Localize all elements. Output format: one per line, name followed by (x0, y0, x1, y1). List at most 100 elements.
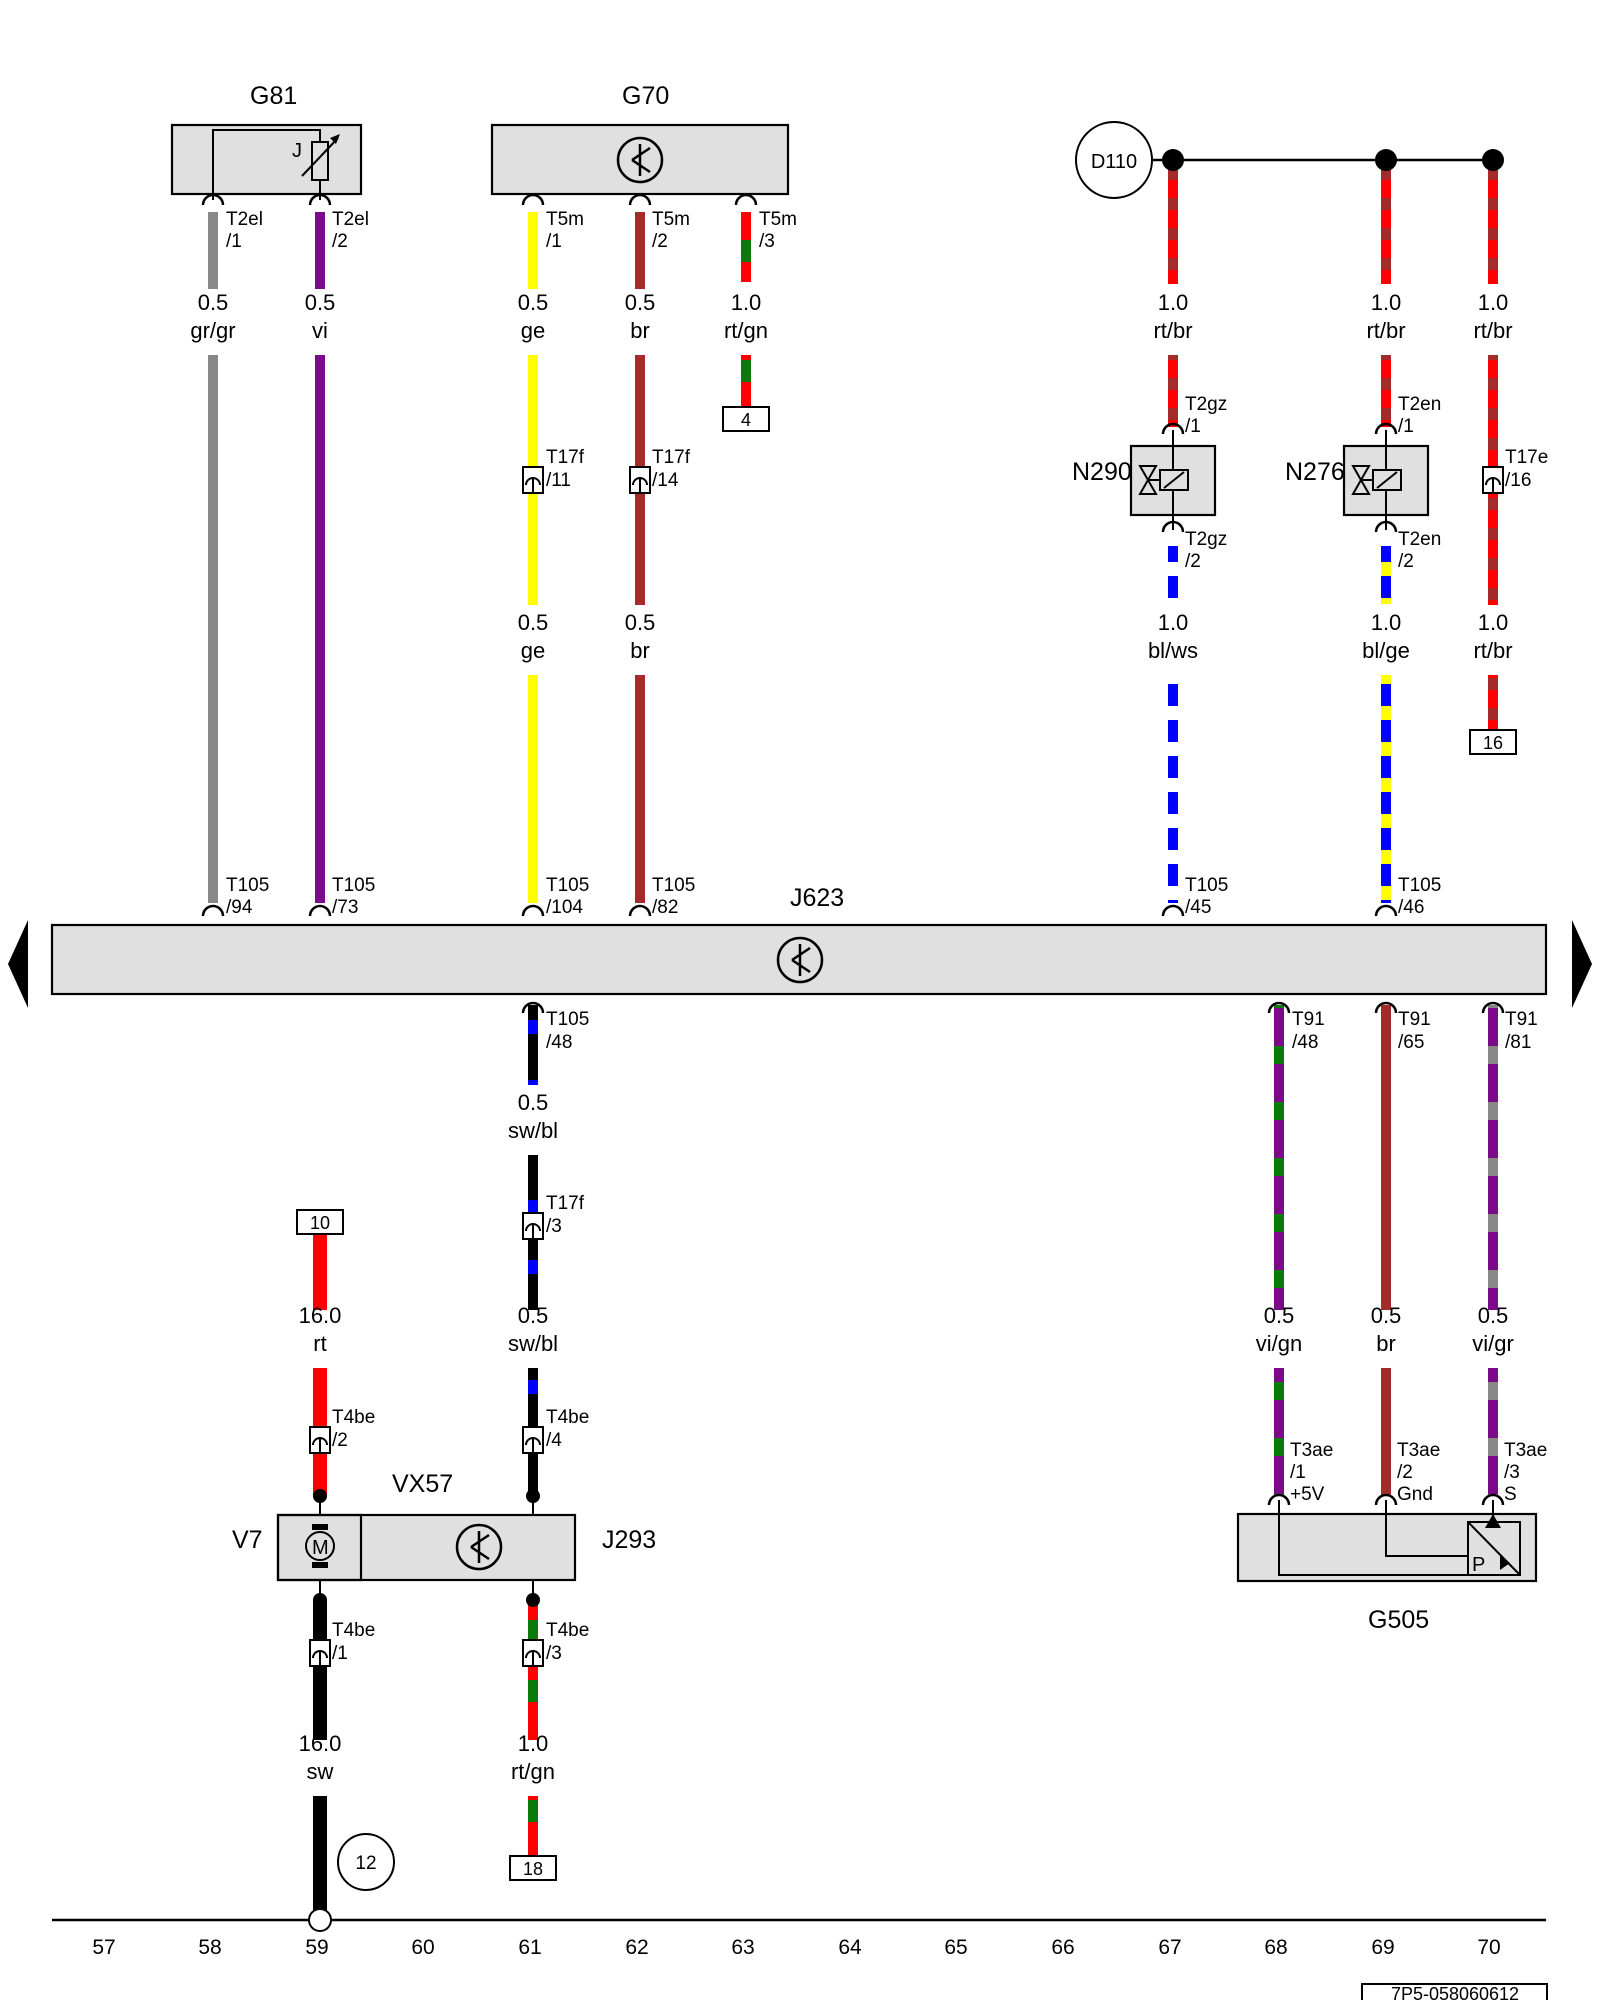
inline-t4be-1 (309, 1639, 331, 1667)
wire-69-br-2 (1381, 1368, 1391, 1496)
wire-62-br-1 (635, 212, 645, 289)
pin-t17f-3-a: T17f (546, 1193, 585, 1214)
n290-valve-icon (1138, 465, 1158, 495)
wire-59-rt-1 (313, 1234, 327, 1310)
track-numbers: 57 58 59 60 61 62 63 64 65 66 67 68 69 7… (92, 1936, 1500, 1959)
component-g70[interactable]: G70 (490, 82, 790, 196)
pin-t17f-11-a: T17f (546, 447, 585, 468)
wire-69-blge-2 (1381, 675, 1391, 903)
plug-j623-48 (521, 1001, 545, 1014)
motor-brush-bottom (312, 1562, 328, 1568)
ref-16: 16 (1483, 733, 1503, 753)
plug-g81-2 (308, 193, 332, 206)
wire-63-lower (741, 355, 751, 407)
pin-t91-81-b: /81 (1505, 1032, 1531, 1053)
track-63: 63 (731, 1936, 754, 1959)
continue-right-arrow[interactable] (1572, 920, 1592, 1008)
ref-box-16 (1469, 729, 1517, 755)
plug-g70-2 (628, 193, 652, 206)
potentiometer-letter: J (292, 140, 302, 162)
wire-61b-color: ge (521, 638, 545, 663)
track-69: 69 (1371, 1936, 1394, 1959)
plug-j623-104 (521, 904, 545, 917)
ground-point-59 (308, 1908, 332, 1932)
g81-label: G81 (250, 82, 297, 110)
pin-g70-2-a: T5m (652, 209, 690, 230)
component-n276[interactable]: N276 (1285, 430, 1430, 530)
wire-61-ge-3 (528, 675, 538, 903)
pressure-up-arrow (1485, 1514, 1501, 1528)
wire-68-color: vi/gn (1256, 1331, 1302, 1356)
wire-69-blge-1 (1381, 546, 1391, 604)
wire-58-color: gr/gr (190, 318, 235, 343)
plug-t3ae-1 (1267, 1493, 1291, 1506)
pin-g70-1-a: T5m (546, 209, 584, 230)
pin-t4be-4-b: /4 (546, 1430, 562, 1451)
plug-g70-3 (734, 193, 758, 206)
wire-70-vigr-1 (1488, 1005, 1498, 1310)
wire-69b-color: bl/ge (1362, 638, 1410, 663)
pin-labels: T2el /1 T2el /2 T5m /1 T5m /2 T5m /3 T2g… (226, 209, 1548, 1664)
component-n290[interactable]: N290 (1072, 430, 1217, 530)
wire-63-color: rt/gn (724, 318, 768, 343)
component-g505[interactable]: G505 P (1236, 1500, 1538, 1634)
component-j623[interactable]: J623 (8, 884, 1592, 1008)
track-61: 61 (518, 1936, 541, 1959)
pin-j623-45-b: /45 (1185, 897, 1211, 918)
j623-control-unit-icon (776, 936, 824, 984)
wire-59c-color: rt (313, 1331, 326, 1356)
plug-n276-1 (1374, 422, 1398, 435)
pin-g70-2-b: /2 (652, 231, 668, 252)
plug-j623-45 (1161, 904, 1185, 917)
component-vx57[interactable]: VX57 V7 J293 M (232, 1470, 656, 1607)
ref-box-18 (509, 1855, 557, 1881)
wire-69-rtbr-2 (1381, 355, 1391, 427)
g81-arrow-head (330, 134, 340, 144)
pin-n276-2-b: /2 (1398, 551, 1414, 572)
pin-g81-2-a: T2el (332, 209, 369, 230)
inline-t17f-3 (522, 1212, 544, 1240)
pin-j623-46-a: T105 (1398, 875, 1441, 896)
pin-t91-65-b: /65 (1398, 1032, 1424, 1053)
inline-t4be-3 (522, 1639, 544, 1667)
component-g81[interactable]: G81 J (170, 82, 363, 200)
wire-70-vigr-2 (1488, 1368, 1498, 1496)
wire-62a-color: br (630, 318, 650, 343)
plug-j623-82 (628, 904, 652, 917)
inline-t17f-11 (522, 466, 544, 494)
pin-t4be-2-a: T4be (332, 1407, 375, 1428)
wire-61-ge-1 (528, 212, 538, 289)
wire-67-blws-2 (1168, 675, 1178, 903)
wire-68-vign-1 (1274, 1005, 1284, 1310)
wire-61d-size: 0.5 (518, 1303, 549, 1328)
wire-61d-color: sw/bl (508, 1331, 558, 1356)
pin-g81-2-b: /2 (332, 231, 348, 252)
pin-t3ae-1-a: T3ae (1290, 1440, 1333, 1461)
pin-n290-2-a: T2gz (1185, 529, 1227, 550)
plug-n276-2 (1374, 520, 1398, 533)
track-58: 58 (198, 1936, 221, 1959)
g81-box (170, 123, 363, 196)
g505-label: G505 (1368, 1606, 1429, 1634)
pin-t4be-3-b: /3 (546, 1643, 562, 1664)
plug-t3ae-2 (1374, 1493, 1398, 1506)
pin-j623-94-b: /94 (226, 897, 253, 918)
wire-61-rtgn-1 (528, 1600, 538, 1740)
d110-label: D110 (1091, 151, 1137, 173)
wire-69c-color: br (1376, 1331, 1396, 1356)
plug-j623-46 (1374, 904, 1398, 917)
j293-control-unit-icon (455, 1523, 503, 1571)
pin-j623-73-a: T105 (332, 875, 375, 896)
inline-t4be-2 (309, 1426, 331, 1454)
wire-67a-size: 1.0 (1158, 290, 1189, 315)
pin-j623-94-a: T105 (226, 875, 269, 896)
continue-left-arrow[interactable] (8, 920, 28, 1008)
pin-t91-48-b: /48 (1292, 1032, 1318, 1053)
pin-t3ae-1-c: +5V (1290, 1484, 1325, 1505)
wire-61c-size: 0.5 (518, 1090, 549, 1115)
wire-58-size: 0.5 (198, 290, 229, 315)
wire-67b-size: 1.0 (1158, 610, 1189, 635)
v7-motor-box (276, 1513, 363, 1582)
pin-t3ae-2-a: T3ae (1397, 1440, 1440, 1461)
